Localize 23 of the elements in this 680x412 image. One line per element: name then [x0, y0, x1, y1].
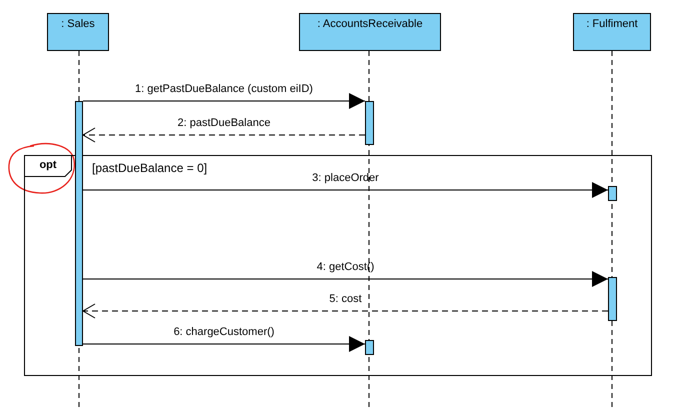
fragment-operator: opt	[24, 155, 72, 177]
message-label: 6: chargeCustomer()	[174, 326, 274, 338]
participant-box: : Fulfiment	[573, 13, 651, 51]
participant-box: : AccountsReceivable	[299, 13, 441, 51]
return-message-arrow	[82, 128, 366, 142]
message-arrow	[82, 336, 366, 352]
participant-box: : Sales	[47, 13, 109, 51]
activation-bar	[608, 186, 617, 201]
message-label: 4: getCost()	[316, 261, 374, 273]
message-arrow	[82, 182, 608, 198]
message-arrow	[82, 271, 608, 287]
combined-fragment	[24, 155, 652, 376]
return-message-arrow	[82, 304, 608, 318]
message-label: 1: getPastDueBalance (custom eiID)	[135, 83, 313, 95]
message-label: 2: pastDueBalance	[178, 117, 270, 129]
message-label: 5: cost	[329, 293, 362, 305]
message-arrow	[82, 93, 366, 109]
activation-bar	[75, 101, 83, 346]
activation-bar	[365, 101, 374, 145]
activation-bar	[365, 340, 374, 355]
message-label: 3: placeOrder	[312, 172, 379, 184]
guard-condition: [pastDueBalance = 0]	[92, 161, 208, 175]
activation-bar	[608, 277, 617, 321]
